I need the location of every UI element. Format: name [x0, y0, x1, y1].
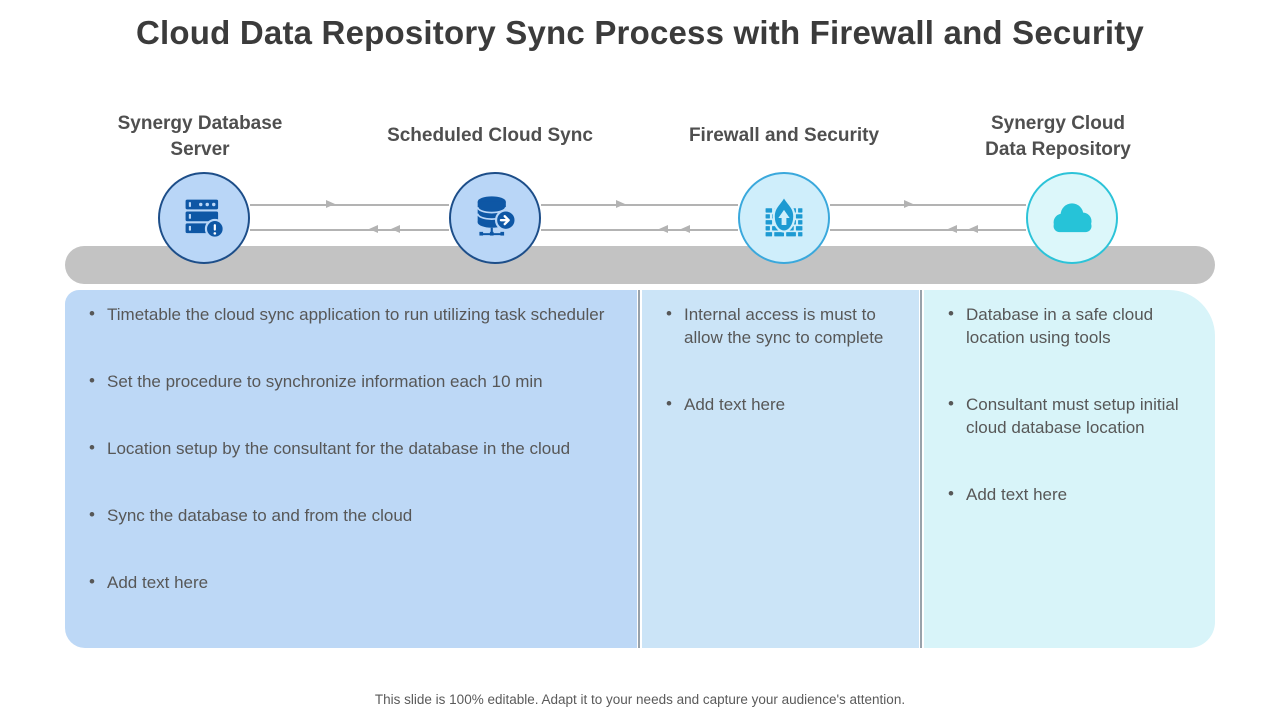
server-clock-icon: [185, 199, 225, 239]
panel-divider: [638, 290, 640, 648]
stage-header-cloud-repository: Synergy Cloud Data Repository: [985, 113, 1131, 160]
arrow-right-icon: [615, 200, 625, 208]
panel-firewall-notes: Internal access is must to allow the syn…: [642, 290, 919, 648]
connector-arrows: [250, 200, 449, 236]
timeline-bar: [65, 246, 1215, 284]
arrow-left-icon: [369, 225, 379, 233]
stage-circle-firewall: [738, 172, 830, 264]
panel-database-server-notes: Timetable the cloud sync application to …: [65, 290, 637, 648]
list-item: Location setup by the consultant for the…: [87, 437, 621, 461]
arrow-right-icon: [325, 200, 335, 208]
connector-line-backward: [830, 229, 1026, 231]
list-item: Sync the database to and from the cloud: [87, 504, 621, 528]
connector-line-backward: [541, 229, 738, 231]
connector-arrows: [830, 200, 1026, 236]
list-item: Set the procedure to synchronize informa…: [87, 370, 621, 394]
connector-line-forward: [250, 204, 449, 206]
bullet-text: Add text here: [966, 484, 1068, 504]
panel-divider: [920, 290, 922, 648]
stage-header-firewall: Firewall and Security: [688, 125, 880, 146]
bullet-text: Add text here: [684, 394, 786, 414]
arrow-left-icon: [969, 225, 979, 233]
cloud-icon: [1053, 203, 1092, 233]
list-item: Add text here: [664, 393, 903, 417]
connector-line-backward: [250, 229, 449, 231]
stage-circle-database-server: [158, 172, 250, 264]
editable-note: This slide is 100% editable. Adapt it to…: [374, 692, 906, 707]
arrow-right-icon: [904, 200, 914, 208]
stage-circle-scheduled-sync: [449, 172, 541, 264]
page-title: Cloud Data Repository Sync Process with …: [136, 14, 1144, 51]
list-item: Consultant must setup initial cloud data…: [946, 393, 1199, 440]
list-item: Internal access is must to allow the syn…: [664, 303, 903, 350]
stage-header-database-server: Synergy Database Server: [117, 113, 283, 160]
bullet-text: Consultant must setup initial cloud data…: [966, 394, 1179, 437]
list-item: Add text here: [87, 571, 621, 595]
list-item: Database in a safe cloud location using …: [946, 303, 1199, 350]
bullet-text: Timetable the cloud sync application to …: [107, 305, 605, 324]
bullet-text: Add text here: [107, 572, 209, 592]
bullet-text: Sync the database to and from the cloud: [107, 505, 413, 525]
arrow-left-icon: [947, 225, 957, 233]
panel-cloud-repository-notes: Database in a safe cloud location using …: [924, 290, 1215, 648]
list-item: Add text here: [946, 483, 1199, 507]
stage-circle-cloud-repository: [1026, 172, 1118, 264]
bullet-text: Database in a safe cloud location using …: [966, 305, 1154, 347]
firewall-flame-icon: [765, 193, 803, 237]
connector-line-forward: [830, 204, 1026, 206]
connector-line-forward: [541, 204, 738, 206]
list-item: Timetable the cloud sync application to …: [87, 303, 621, 327]
arrow-left-icon: [659, 225, 669, 233]
arrow-left-icon: [680, 225, 690, 233]
bullet-list: Database in a safe cloud location using …: [946, 303, 1199, 507]
connector-arrows: [541, 200, 738, 236]
bullet-list: Internal access is must to allow the syn…: [664, 303, 903, 417]
stage-header-scheduled-sync: Scheduled Cloud Sync: [387, 125, 593, 146]
bullet-list: Timetable the cloud sync application to …: [87, 303, 621, 595]
database-sync-icon: [476, 196, 517, 236]
bullet-text: Internal access is must to allow the syn…: [684, 305, 884, 347]
bullet-text: Set the procedure to synchronize informa…: [107, 371, 543, 391]
bullet-text: Location setup by the consultant for the…: [107, 438, 571, 458]
arrow-left-icon: [391, 225, 401, 233]
